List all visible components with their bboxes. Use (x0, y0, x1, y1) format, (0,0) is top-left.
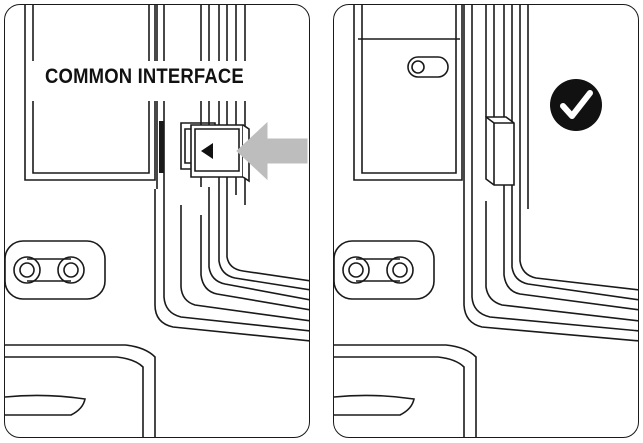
common-interface-label: COMMON INTERFACE (45, 65, 244, 88)
slot-opening (159, 121, 164, 173)
tv-rear-illustration-left (5, 5, 309, 437)
step-confirm-panel (333, 4, 639, 438)
status-led-housing (407, 56, 449, 78)
connector-jacks (13, 256, 85, 284)
step-insert-panel: COMMON INTERFACE (4, 4, 310, 438)
check-icon (560, 90, 593, 119)
label-backdrop (31, 61, 291, 101)
status-led (411, 60, 425, 74)
triangle-left-icon (201, 143, 213, 159)
cam-card-inserted (485, 116, 515, 186)
tv-rear-illustration-right (334, 5, 638, 437)
connector-jacks (342, 256, 414, 284)
tv-housing-upper (353, 5, 463, 181)
connector-plate (5, 240, 106, 300)
left-arrow-icon (236, 121, 308, 181)
confirmation-badge (550, 79, 602, 131)
